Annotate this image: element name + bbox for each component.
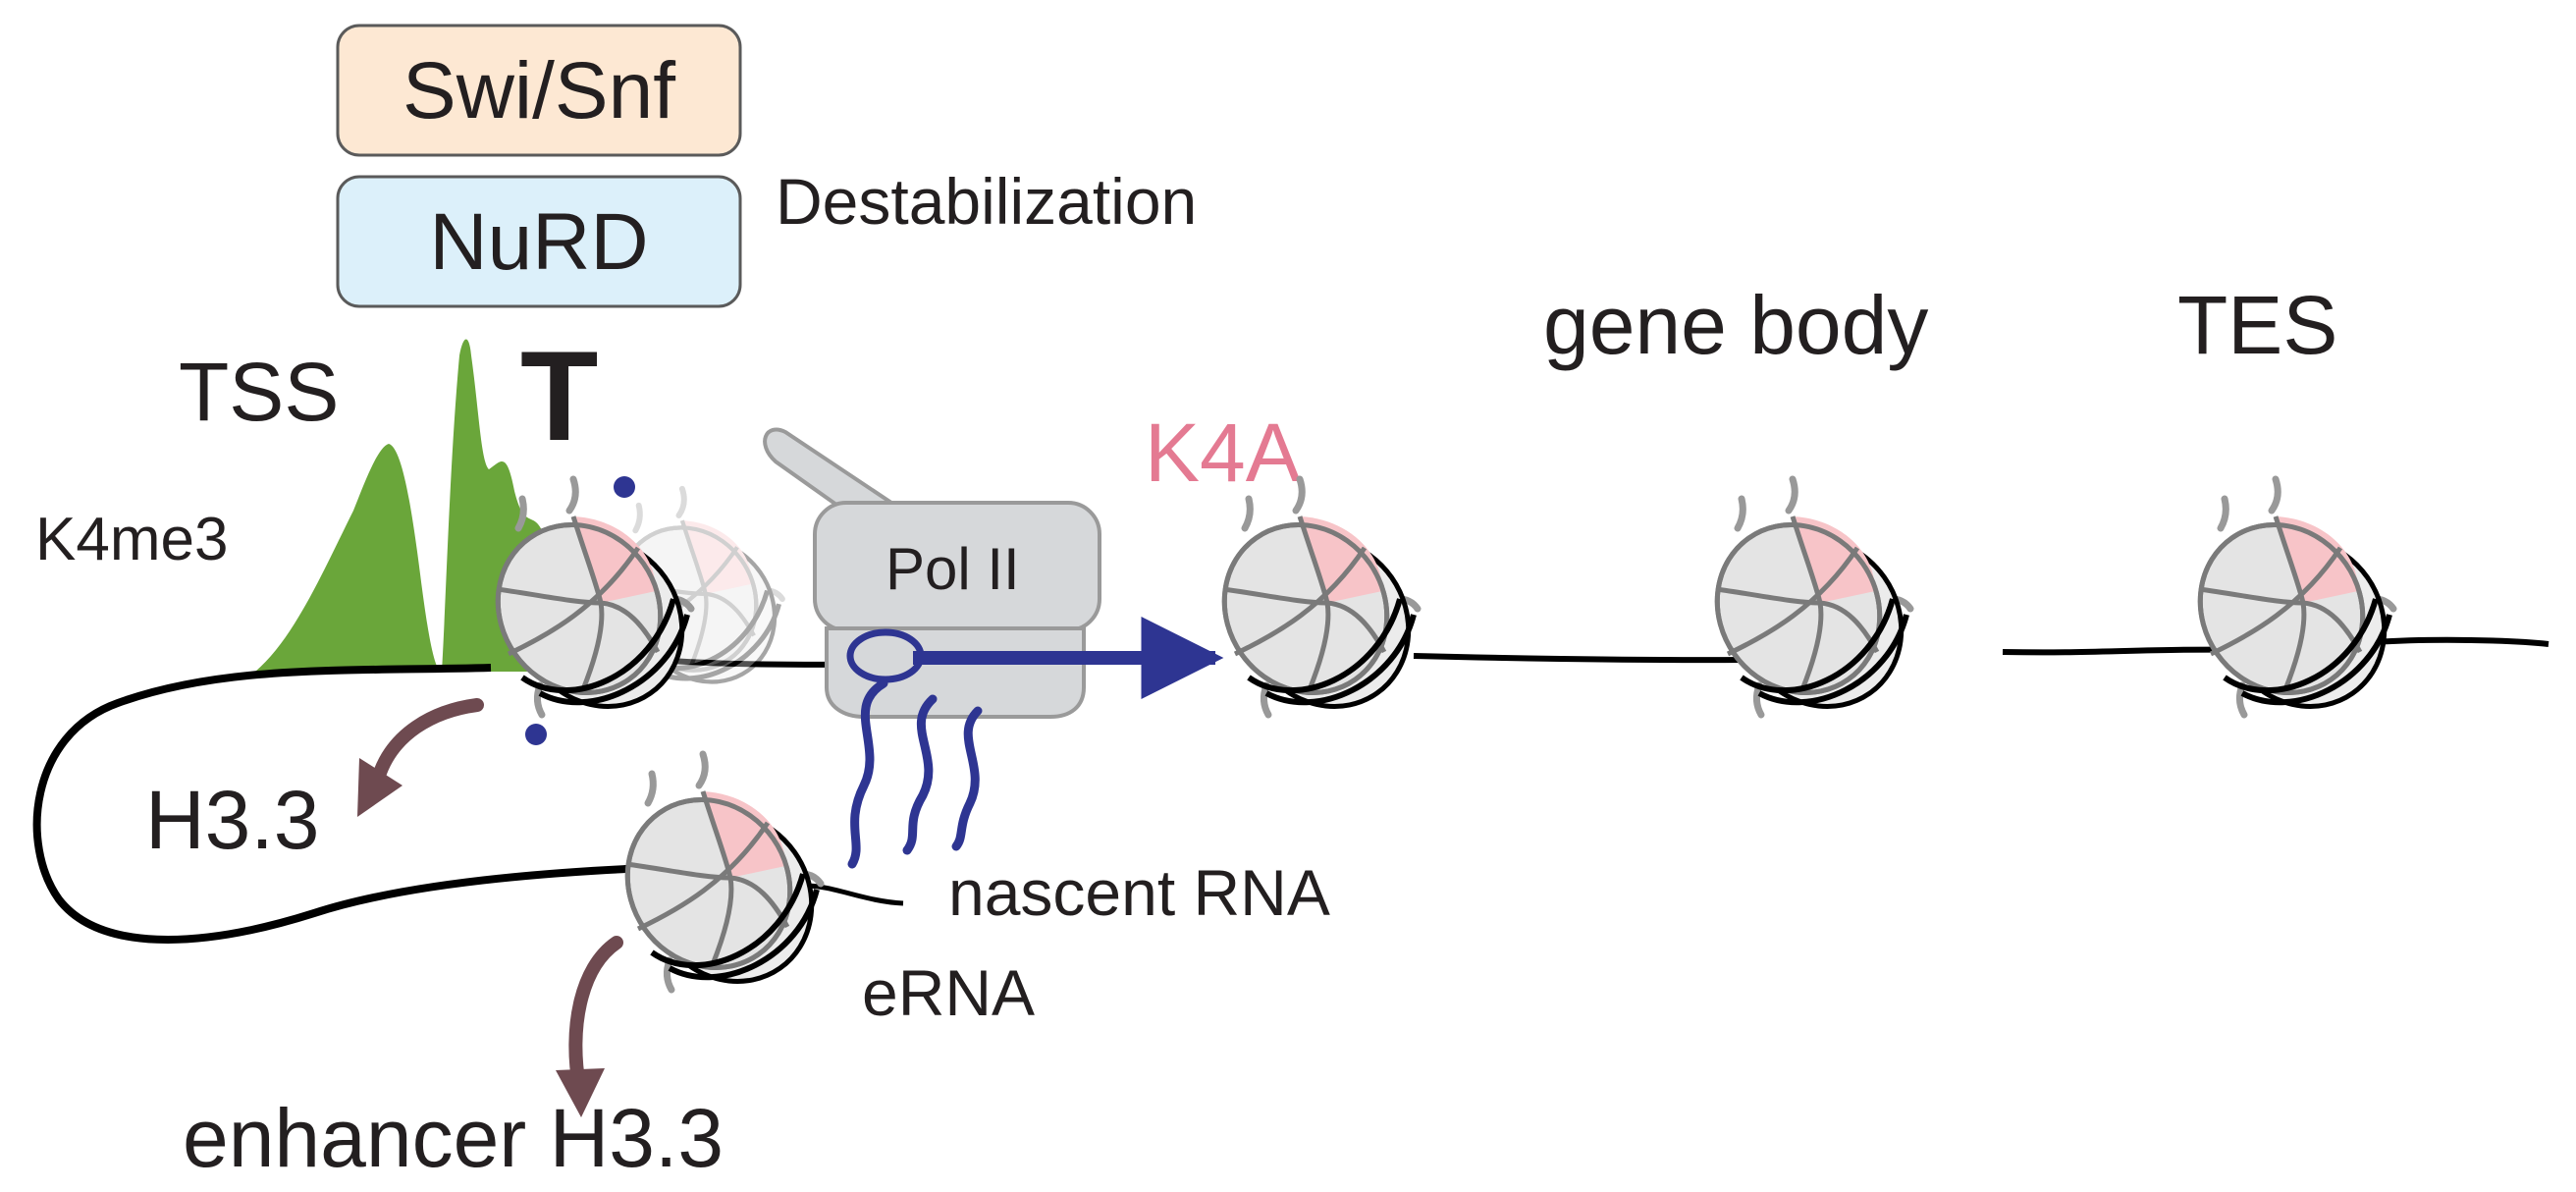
nascent-rna-label: nascent RNA [948, 856, 1330, 929]
block-symbol: T [520, 324, 598, 467]
h33-label: H3.3 [145, 774, 319, 866]
nurd-label: NuRD [429, 197, 648, 287]
eviction-arrows [372, 698, 623, 1093]
erna-tail [804, 883, 904, 906]
erna-label: eRNA [862, 956, 1035, 1029]
enhancer-h33-label: enhancer H3.3 [183, 1092, 724, 1184]
destabilization-label: Destabilization [776, 165, 1197, 238]
nucleosome-tes [2168, 479, 2417, 738]
pol-ii-label: Pol II [886, 536, 1020, 602]
nucleosome-k4a [1192, 479, 1441, 738]
methyl-mark [525, 724, 547, 745]
nurd-box [336, 175, 742, 308]
swisnf-box [336, 24, 742, 157]
methyl-mark [614, 476, 635, 498]
k4a-label: K4A [1145, 406, 1301, 499]
dna-strand [32, 664, 649, 944]
h33-arrowhead [357, 758, 402, 817]
nascent-rna-strands [847, 678, 983, 869]
enhancer-arrowhead [556, 1068, 605, 1117]
k4me3-label: K4me3 [35, 506, 228, 573]
pol-ii-complex [763, 427, 1101, 719]
nucleosome-gene-body [1685, 479, 1934, 738]
tss-label: TSS [179, 346, 339, 438]
gene-body-label: gene body [1543, 279, 1928, 371]
tes-label: TES [2177, 279, 2337, 371]
swisnf-label: Swi/Snf [402, 46, 675, 135]
nucleosome-enhancer [595, 754, 844, 1013]
